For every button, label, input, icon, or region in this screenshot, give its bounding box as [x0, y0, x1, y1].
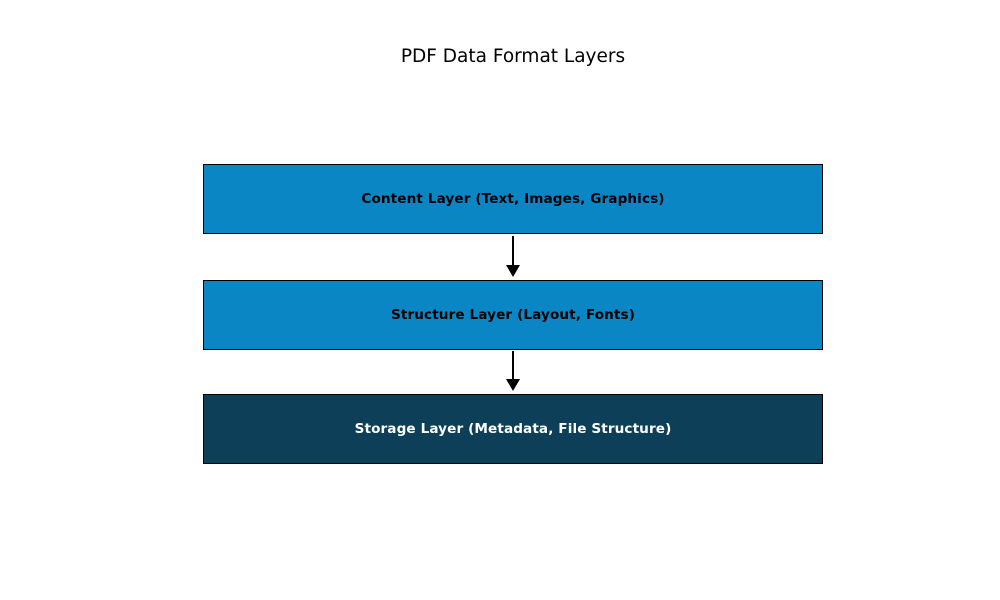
down-arrow-icon	[506, 236, 520, 277]
layer-box-structure: Structure Layer (Layout, Fonts)	[203, 280, 823, 350]
arrow-line	[511, 236, 515, 265]
diagram-title: PDF Data Format Layers	[400, 46, 626, 67]
layer-label-structure: Structure Layer (Layout, Fonts)	[390, 307, 636, 323]
layer-label-content: Content Layer (Text, Images, Graphics)	[361, 191, 665, 207]
arrow-line	[511, 351, 515, 379]
layer-box-content: Content Layer (Text, Images, Graphics)	[203, 164, 823, 234]
down-arrow-icon	[506, 351, 520, 391]
arrow-head	[506, 265, 520, 277]
layer-label-storage: Storage Layer (Metadata, File Structure)	[354, 421, 672, 437]
arrow-head	[506, 379, 520, 391]
layer-box-storage: Storage Layer (Metadata, File Structure)	[203, 394, 823, 464]
